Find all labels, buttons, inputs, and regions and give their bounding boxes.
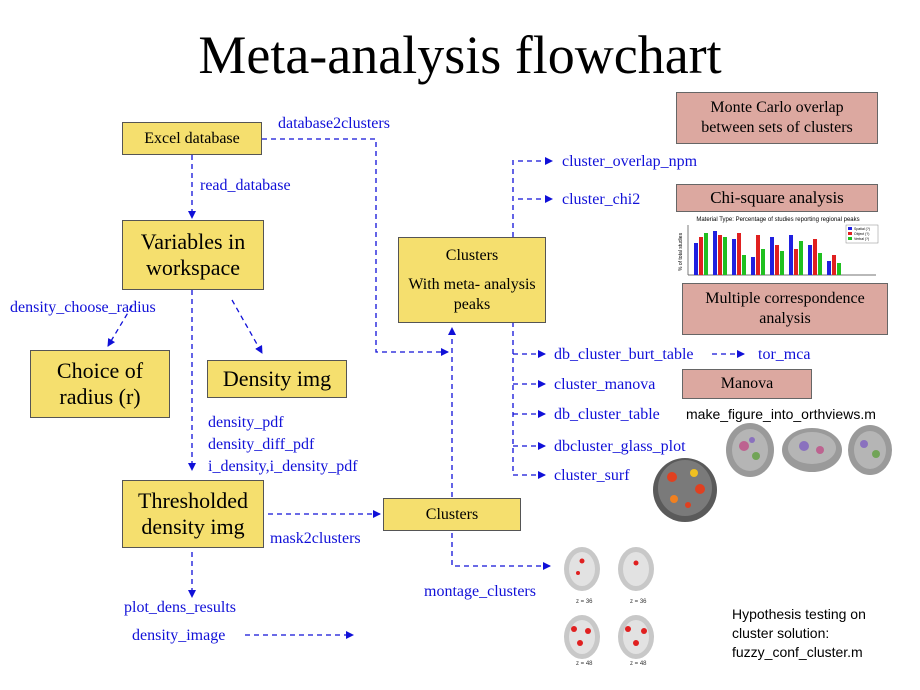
mini-chart-bar <box>713 231 717 275</box>
label-dbcluster-glass-plot: dbcluster_glass_plot <box>554 438 686 455</box>
clusters-meta-box: Clusters With meta- analysis peaks <box>398 237 546 323</box>
note-hypothesis: Hypothesis testing on cluster solution: … <box>732 606 866 660</box>
mini-chart-bar <box>832 255 836 275</box>
monte-carlo-box: Monte Carlo overlap between sets of clus… <box>676 92 878 144</box>
label-database2clusters: database2clusters <box>278 115 390 132</box>
note-make-figure: make_figure_into_orthviews.m <box>686 406 876 422</box>
mca-box: Multiple correspondence analysis <box>682 283 888 335</box>
manova-box: Manova <box>682 369 812 399</box>
mini-chart-bar <box>808 245 812 275</box>
cluster-surface-brain <box>653 458 717 522</box>
label-density-diff-pdf: density_diff_pdf <box>208 436 315 453</box>
mini-chart-bar <box>837 263 841 275</box>
arrow-montage <box>451 533 551 570</box>
mini-chart-legend-2: Object (?) <box>854 232 869 236</box>
mini-chart-bar <box>770 237 774 275</box>
arrow-database2clusters <box>262 138 449 356</box>
mini-chart-bar <box>704 233 708 275</box>
label-db-cluster-table: db_cluster_table <box>554 406 660 423</box>
slice-label-1: z = 36 <box>576 599 593 605</box>
label-density-image: density_image <box>132 627 226 644</box>
variables-workspace-box: Variables in workspace <box>122 220 264 290</box>
thresholded-density-box: Thresholded density img <box>122 480 264 548</box>
mini-chart-bar <box>794 249 798 275</box>
label-tor-mca: tor_mca <box>758 346 811 363</box>
arrow-choose-radius <box>107 305 133 347</box>
mini-chart-bar <box>732 239 736 275</box>
clusters-box: Clusters <box>383 498 521 531</box>
excel-database-box: Excel database <box>122 122 262 155</box>
montage-slices: z = 36 z = 36 z = 48 z = 48 <box>564 547 654 667</box>
label-montage-clusters: montage_clusters <box>424 583 536 600</box>
page-title: Meta-analysis flowchart <box>198 25 722 85</box>
label-cluster-manova: cluster_manova <box>554 376 656 393</box>
mini-chart-bar <box>756 235 760 275</box>
mini-chart-bar <box>694 243 698 275</box>
label-i-density: i_density,i_density_pdf <box>208 458 358 475</box>
label-density-pdf: density_pdf <box>208 414 284 431</box>
mini-chart-bar <box>813 239 817 275</box>
label-cluster-surf: cluster_surf <box>554 467 630 484</box>
mini-chart-bar <box>789 235 793 275</box>
mini-chart-bar <box>775 245 779 275</box>
mini-chart-bar <box>818 253 822 275</box>
mini-chart-bar <box>742 255 746 275</box>
mini-chart-bar <box>780 251 784 275</box>
mini-chart-bar <box>699 237 703 275</box>
mini-chart-bar <box>827 261 831 275</box>
label-cluster-chi2: cluster_chi2 <box>562 191 641 208</box>
chi-square-chart-thumbnail: Material Type: Percentage of studies rep… <box>678 217 879 276</box>
mini-chart-bar <box>761 249 765 275</box>
mini-chart-bar <box>751 257 755 275</box>
mini-chart-legend-3: Verbal (?) <box>854 237 869 241</box>
slice-label-3: z = 48 <box>576 661 593 667</box>
mini-chart-bar <box>799 241 803 275</box>
mini-chart-bar <box>723 237 727 275</box>
density-img-box: Density img <box>207 360 347 398</box>
label-plot-dens-results: plot_dens_results <box>124 599 236 616</box>
label-db-cluster-burt-table: db_cluster_burt_table <box>554 346 694 363</box>
label-read-database: read_database <box>200 177 291 194</box>
mini-chart-ylabel: % of total studies <box>678 232 684 271</box>
label-cluster-overlap-npm: cluster_overlap_npm <box>562 153 698 170</box>
orthview-brain-images <box>726 423 892 477</box>
arrow-density-img <box>231 299 263 354</box>
chi-square-box: Chi-square analysis <box>676 184 878 212</box>
label-mask2clusters: mask2clusters <box>270 530 361 547</box>
mini-chart-legend-1: Spatial (?) <box>854 227 870 231</box>
choice-radius-box: Choice of radius (r) <box>30 350 170 418</box>
mini-chart-bar <box>737 233 741 275</box>
label-density-choose-radius: density_choose_radius <box>10 299 156 316</box>
mini-chart-bar <box>718 235 722 275</box>
slice-label-4: z = 48 <box>630 661 647 667</box>
mini-chart-title: Material Type: Percentage of studies rep… <box>696 217 859 223</box>
slice-label-2: z = 36 <box>630 599 647 605</box>
